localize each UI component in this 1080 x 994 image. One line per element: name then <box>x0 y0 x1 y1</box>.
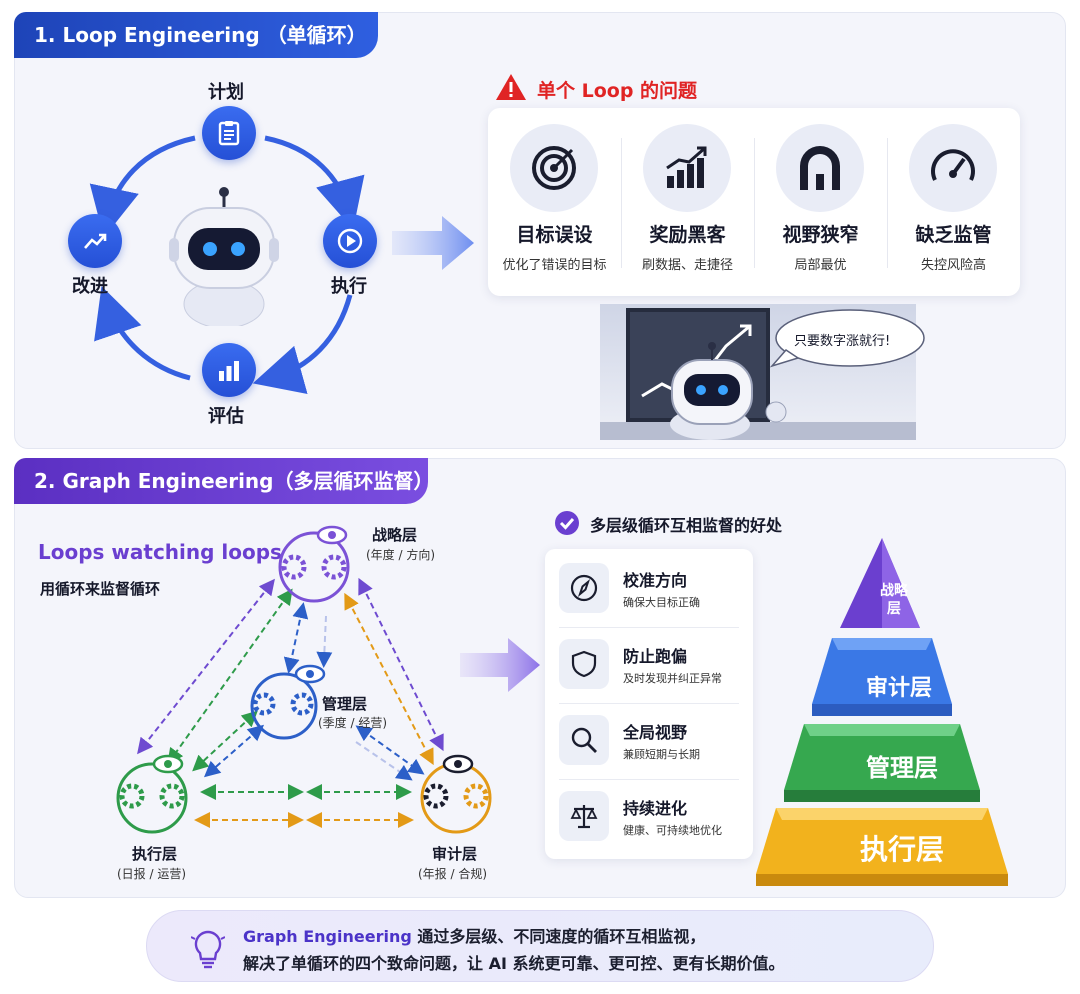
problem-title: 奖励黑客 <box>649 224 726 246</box>
robot-illustration <box>169 187 279 326</box>
benefits-card: 校准方向 确保大目标正确 防止跑偏 及时发现并纠正异常 全局视野 兼顾短期与长期… <box>545 549 753 859</box>
divider <box>754 138 755 268</box>
scale-icon <box>570 805 598 829</box>
pyramid-top-label: 战略层 <box>880 583 908 617</box>
problem-item: 目标误设 优化了错误的目标 <box>488 108 621 296</box>
warning-icon <box>496 74 526 100</box>
evaluate-label: 评估 <box>208 406 244 427</box>
play-icon <box>337 228 363 254</box>
check-circle-icon <box>555 511 579 535</box>
pyramid-l3-label: 管理层 <box>866 754 938 782</box>
benefit-item: 全局视野 兼顾短期与长期 <box>545 703 753 779</box>
execute-label: 执行 <box>331 276 367 297</box>
lightbulb-icon <box>191 930 225 969</box>
problem-sub: 优化了错误的目标 <box>502 258 607 273</box>
summary-banner: Graph Engineering 通过多层级、不同速度的循环互相监视， 解决了… <box>146 910 934 982</box>
big-arrow-right-2 <box>460 638 540 692</box>
execution-name: 执行层 <box>132 845 178 863</box>
problems-title: 单个 Loop 的问题 <box>537 80 698 102</box>
problem-title: 目标误设 <box>516 224 593 246</box>
problem-item: 视野狭窄 局部最优 <box>754 108 887 296</box>
problem-sub: 刷数据、走捷径 <box>641 258 733 273</box>
management-node <box>250 664 326 740</box>
problems-card: 目标误设 优化了错误的目标 奖励黑客 刷数据、走捷径 视野狭窄 局部最优 缺乏监… <box>488 108 1020 296</box>
divider <box>621 138 622 268</box>
pyramid-illustration <box>756 538 1008 886</box>
benefit-sub: 确保大目标正确 <box>623 596 700 609</box>
benefits-title: 多层级循环互相监督的好处 <box>590 516 783 535</box>
improve-label: 改进 <box>72 276 108 297</box>
section1-title: 1. Loop Engineering （单循环） <box>14 12 378 58</box>
tagline-sub: 用循环来监督循环 <box>40 580 161 598</box>
speech-bubble <box>769 309 925 368</box>
benefit-item: 防止跑偏 及时发现并纠正异常 <box>545 627 753 703</box>
benefit-sub: 及时发现并纠正异常 <box>623 672 722 685</box>
magnifier-icon <box>571 727 597 753</box>
plan-node <box>202 106 256 160</box>
target-icon <box>532 146 576 190</box>
plan-label: 计划 <box>208 82 244 103</box>
problem-item: 奖励黑客 刷数据、走捷径 <box>621 108 754 296</box>
divider <box>559 779 739 780</box>
summary-line-2: 解决了单循环的四个致命问题，让 AI 系统更可靠、更可控、更有长期价值。 <box>243 954 785 973</box>
strategy-node <box>278 525 350 603</box>
benefit-title: 校准方向 <box>623 571 688 590</box>
trend-up-icon <box>84 233 107 249</box>
problem-title: 视野狭窄 <box>782 224 859 246</box>
benefit-sub: 兼顾短期与长期 <box>623 748 700 761</box>
evaluate-node <box>202 343 256 397</box>
section2-title: 2. Graph Engineering（多层循环监督） <box>14 458 433 504</box>
audit-node <box>420 754 492 834</box>
pyramid-l4-label: 执行层 <box>860 833 945 866</box>
management-name: 管理层 <box>322 695 368 713</box>
problem-sub: 局部最优 <box>794 258 847 273</box>
speech-text: 只要数字涨就行! <box>794 334 891 349</box>
execute-node <box>323 214 377 268</box>
benefit-title: 全局视野 <box>623 723 688 742</box>
big-arrow-right-1 <box>392 216 474 270</box>
problem-item: 缺乏监管 失控风险高 <box>887 108 1020 296</box>
audit-sub: (年报 / 合规) <box>418 867 488 881</box>
benefit-title: 持续进化 <box>623 799 688 818</box>
management-sub: (季度 / 经营) <box>318 716 388 730</box>
benefit-item: 校准方向 确保大目标正确 <box>545 551 753 627</box>
bar-chart-icon <box>219 361 239 381</box>
chart-up-icon <box>666 146 707 188</box>
benefit-item: 持续进化 健康、可持续地优化 <box>545 779 753 855</box>
benefit-sub: 健康、可持续地优化 <box>623 824 722 837</box>
clipboard-icon <box>218 121 240 146</box>
summary-highlight: Graph Engineering <box>243 927 412 946</box>
divider <box>887 138 888 268</box>
improve-node <box>68 214 122 268</box>
summary-line-1: Graph Engineering 通过多层级、不同速度的循环互相监视， <box>243 923 705 947</box>
problem-sub: 失控风险高 <box>920 258 986 273</box>
pyramid-l2-label: 审计层 <box>866 676 933 701</box>
divider <box>559 627 739 628</box>
tunnel-icon <box>800 146 840 190</box>
graph-connections <box>137 577 444 828</box>
problem-title: 缺乏监管 <box>915 224 992 246</box>
divider <box>559 703 739 704</box>
compass-icon <box>570 574 598 602</box>
loop-cycle-arrows <box>89 135 365 395</box>
audit-name: 审计层 <box>432 845 478 863</box>
summary-line-1-rest: 通过多层级、不同速度的循环互相监视， <box>411 927 706 946</box>
benefit-title: 防止跑偏 <box>623 647 688 666</box>
tagline: Loops watching loops <box>38 540 282 564</box>
strategy-name: 战略层 <box>372 526 418 544</box>
strategy-sub: (年度 / 方向) <box>366 548 436 562</box>
execution-node <box>116 754 188 834</box>
shield-icon <box>571 650 597 678</box>
execution-sub: (日报 / 运营) <box>117 867 187 881</box>
gauge-icon <box>931 149 975 181</box>
